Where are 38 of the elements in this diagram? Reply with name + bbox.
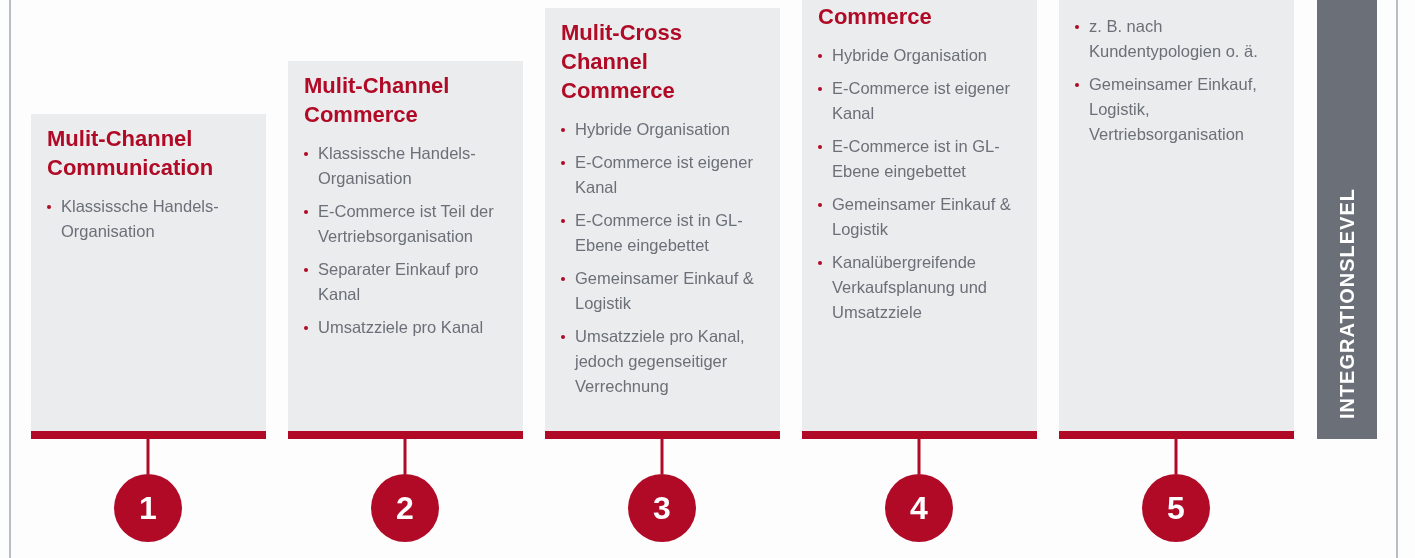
bullet-text: E-Commerce ist in GL-Ebene eingebettet	[561, 208, 766, 258]
step-number-circle: 5	[1142, 474, 1210, 542]
bullet-text: Klassissche Handels-Organisation	[47, 194, 252, 244]
bullet-text: Separater Einkauf pro Kanal	[304, 257, 509, 307]
connector-line	[660, 439, 664, 474]
bullet-text: E-Commerce ist eigener Kanal	[561, 150, 766, 200]
level-label: INTEGRATIONSLEVEL	[1335, 187, 1359, 419]
step-number-circle: 3	[628, 474, 696, 542]
bullet-text: Gemeinsamer Einkauf & Logistik	[561, 266, 766, 316]
bullet-text: z. B. nach Kundentypologien o. ä.	[1075, 14, 1280, 64]
stage-panel	[288, 61, 523, 439]
stage-panel	[802, 0, 1037, 439]
connector-line	[403, 439, 407, 474]
bullet-text: Kanalübergreifende Verkaufsplanung und Umsatzziele	[818, 250, 1023, 325]
bullet-text: Gemeinsamer Einkauf, Logistik, Vertriebsorganisation	[1075, 72, 1280, 147]
bullet-text: Umsatzziele pro Kanal, jedoch gegenseitiger Verrechnung	[561, 324, 766, 399]
bullet-text: Umsatzziele pro Kanal	[304, 315, 509, 340]
bullet-text: E-Commerce ist Teil der Vertriebsorganisation	[304, 199, 509, 249]
step-number-circle: 2	[371, 474, 439, 542]
connector-line	[917, 439, 921, 474]
stage-panel	[545, 8, 780, 439]
stage-panel	[31, 114, 266, 439]
bullet-text: Hybride Organisation	[818, 43, 1023, 68]
panel-heading: Mulit-Channel Communication	[47, 125, 215, 182]
bullet-text: E-Commerce ist in GL-Ebene eingebettet	[818, 134, 1023, 184]
bullet-text: Hybride Organisation	[561, 117, 766, 142]
level-bar	[1317, 0, 1377, 439]
bullet-text: Gemeinsamer Einkauf & Logistik	[818, 192, 1023, 242]
connector-line	[146, 439, 150, 474]
panel-heading: Mulit-Channel Commerce	[304, 72, 451, 129]
panel-heading: Mulit-Cross Channel Commerce	[561, 19, 683, 105]
panel-heading: Commerce	[818, 3, 933, 31]
bullet-text: E-Commerce ist eigener Kanal	[818, 76, 1023, 126]
bullet-text: Klassissche Handels-Organisation	[304, 141, 509, 191]
connector-line	[1174, 439, 1178, 474]
step-number-circle: 1	[114, 474, 182, 542]
step-number-circle: 4	[885, 474, 953, 542]
stage-panel	[1059, 0, 1294, 439]
